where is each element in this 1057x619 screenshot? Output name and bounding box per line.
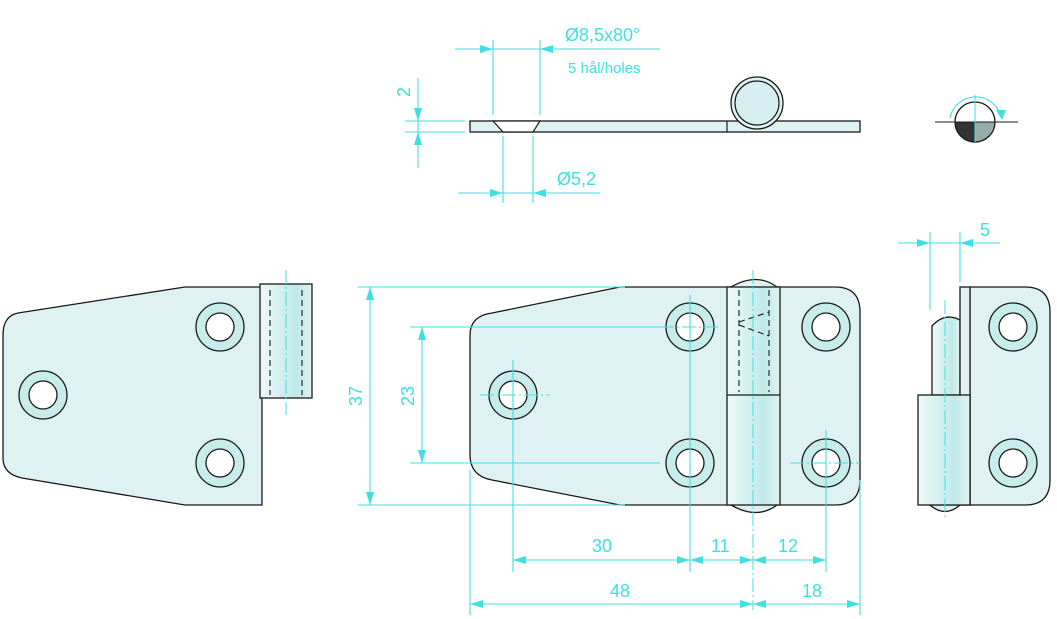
- rotation-icon: [935, 95, 1018, 143]
- d18-label: 18: [802, 581, 822, 601]
- d12-label: 12: [778, 536, 798, 556]
- offset-label: 5: [980, 220, 990, 240]
- left-view: [2, 270, 313, 506]
- height-label: 37: [346, 386, 366, 406]
- countersink-label: Ø8,5x80°: [565, 25, 640, 45]
- hole-dia-label: Ø5,2: [557, 169, 596, 189]
- front-view: 37 23 30 11 12 48 18: [346, 270, 861, 615]
- hole: [195, 438, 245, 488]
- holes-count-label: 5 hål/holes: [568, 60, 641, 77]
- hole: [195, 302, 245, 352]
- d30-label: 30: [592, 536, 612, 556]
- section-view: Ø8,5x80° 5 hål/holes Ø5,2 2: [394, 25, 861, 203]
- right-view: 5: [898, 220, 1051, 520]
- hole: [988, 302, 1038, 352]
- thickness-label: 2: [394, 87, 414, 97]
- hole: [801, 302, 851, 352]
- d11-label: 11: [711, 536, 730, 556]
- hole: [988, 438, 1038, 488]
- hole-spacing-label: 23: [398, 386, 418, 406]
- d48-label: 48: [610, 581, 630, 601]
- hole: [18, 370, 68, 420]
